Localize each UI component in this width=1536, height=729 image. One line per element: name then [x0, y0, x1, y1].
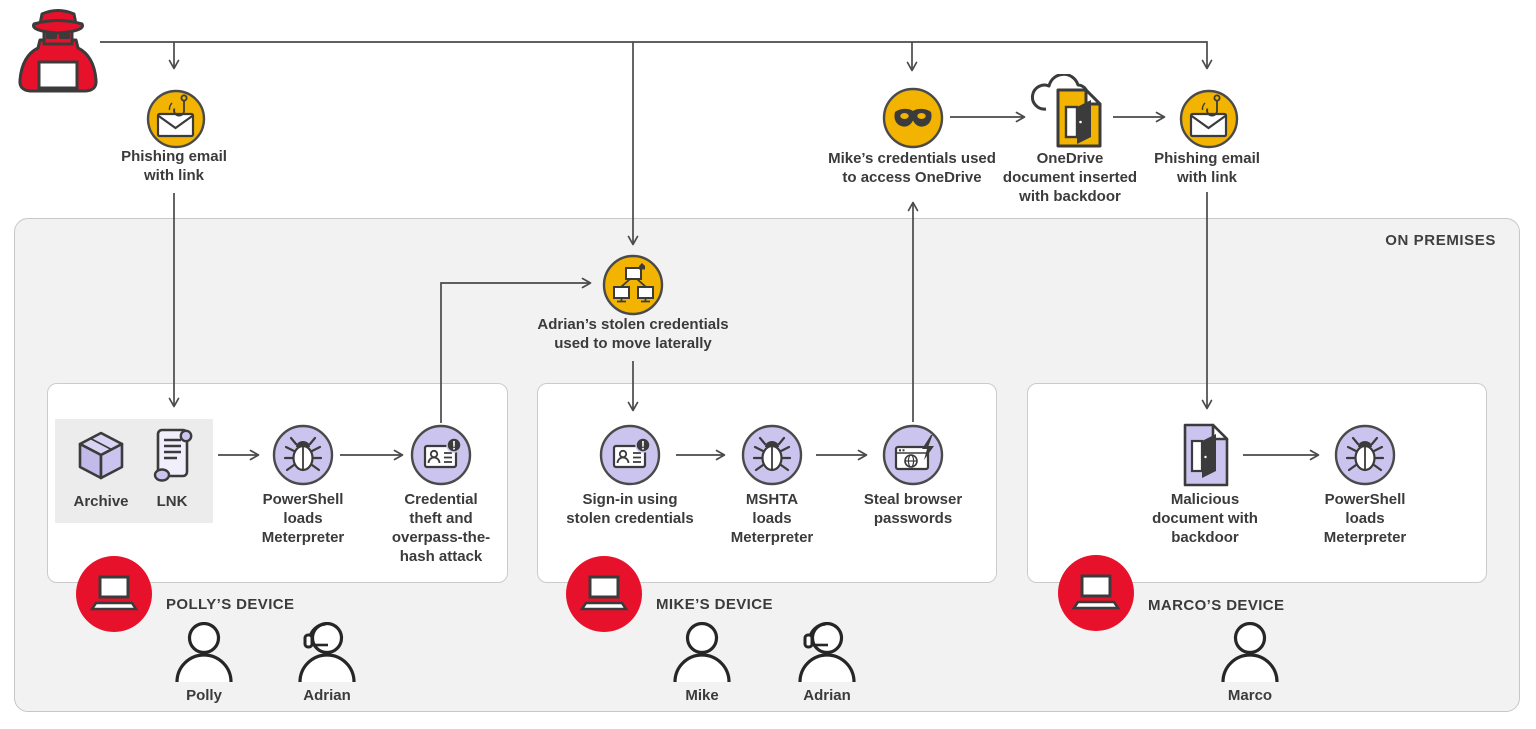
- svg-text:!: !: [452, 439, 456, 453]
- malicious-document-label: Malicious document with backdoor: [1152, 491, 1258, 546]
- malware-bug-icon: [271, 423, 335, 487]
- powershell-meterpreter-label: PowerShell loads Meterpreter: [1323, 491, 1407, 546]
- svg-text:!: !: [641, 439, 645, 453]
- onedrive-label: OneDrive document inserted with backdoor: [1002, 150, 1138, 205]
- person-name: Mike: [685, 687, 719, 704]
- signin-label: Sign-in using stolen credentials: [566, 491, 694, 527]
- compromised-laptop-icon: [76, 556, 152, 632]
- compromised-laptop-icon: [566, 556, 642, 632]
- mshta-label: MSHTA loads Meterpreter: [730, 491, 814, 546]
- person-icon: [1218, 622, 1282, 684]
- connector-attacker-trunk: [100, 41, 1213, 70]
- person-icon: [670, 622, 734, 684]
- person-name: Marco: [1227, 687, 1273, 704]
- mike-device-label: MIKE’S DEVICE: [656, 596, 773, 613]
- mask-icon: [882, 87, 944, 149]
- lnk-label: LNK: [156, 493, 188, 510]
- lateral-movement-label: Adrian’s stolen credentials used to move…: [537, 316, 729, 352]
- lnk-icon: [149, 425, 195, 483]
- marco-device-box: [1027, 383, 1487, 583]
- phishing-email-icon: [1178, 88, 1240, 150]
- steal-passwords-label: Steal browser passwords: [863, 491, 963, 527]
- archive-label: Archive: [73, 493, 129, 510]
- person-name: Polly: [186, 687, 222, 704]
- connector-credtheft-to-lateral: [440, 277, 592, 423]
- archive-icon: [75, 429, 127, 481]
- credential-theft-label: Credential theft and overpass-the- hash …: [391, 491, 491, 565]
- powershell-meterpreter-label: PowerShell loads Meterpreter: [261, 491, 345, 546]
- phishing-right-label: Phishing email with link: [1154, 150, 1260, 186]
- person-name: Adrian: [803, 687, 851, 704]
- phishing-email-icon: [145, 88, 207, 150]
- polly-device-label: POLLY’S DEVICE: [166, 596, 295, 613]
- attacker-icon: [6, 4, 110, 98]
- steal-browser-passwords-icon: [881, 423, 945, 487]
- onedrive-document-icon: [1024, 74, 1116, 154]
- person-name: Adrian: [303, 687, 351, 704]
- compromised-laptop-icon: [1058, 555, 1134, 631]
- malware-bug-icon: [1333, 423, 1397, 487]
- person-headset-icon: [295, 622, 359, 684]
- phishing-left-label: Phishing email with link: [121, 148, 227, 184]
- marco-device-label: MARCO’S DEVICE: [1148, 597, 1285, 614]
- signin-credentials-icon: !: [598, 423, 662, 487]
- malware-bug-icon: [740, 423, 804, 487]
- credential-theft-icon: !: [409, 423, 473, 487]
- mike-credentials-label: Mike’s credentials used to access OneDri…: [828, 150, 996, 186]
- malicious-document-icon: [1177, 423, 1233, 487]
- person-icon: [172, 622, 236, 684]
- person-headset-icon: [795, 622, 859, 684]
- lateral-movement-icon: [602, 254, 664, 316]
- on-premises-label: ON PREMISES: [1385, 232, 1496, 249]
